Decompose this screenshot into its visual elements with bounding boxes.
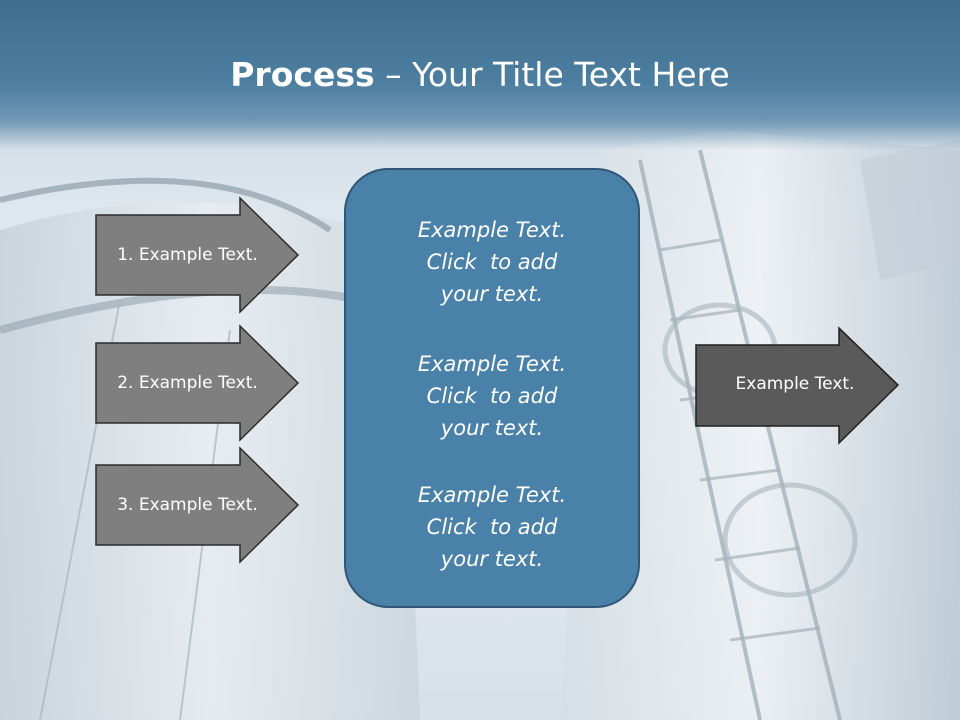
paragraph-line: your text.	[440, 282, 544, 306]
paragraph-line: Example Text.	[417, 352, 567, 376]
paragraph-line: Click to add	[426, 515, 558, 539]
right-arrow[interactable]: Example Text.	[695, 326, 900, 445]
left-arrow-1[interactable]: 1. Example Text.	[95, 196, 300, 314]
center-text-box[interactable]: Example Text. Click to add your text. Ex…	[344, 168, 640, 608]
title-band	[0, 0, 960, 150]
arrow-shape	[695, 326, 900, 445]
paragraph-line: Example Text.	[417, 483, 567, 507]
paragraph-line: your text.	[440, 416, 544, 440]
left-arrow-1-label: 1. Example Text.	[117, 245, 258, 265]
left-arrow-3-label: 3. Example Text.	[117, 495, 258, 515]
arrow-shape	[95, 446, 300, 564]
title-bold-part: Process	[230, 55, 375, 94]
right-arrow-label: Example Text.	[735, 374, 855, 394]
slide-title[interactable]: Process – Your Title Text Here	[0, 52, 960, 98]
left-arrow-3[interactable]: 3. Example Text.	[95, 446, 300, 564]
center-paragraph-1: Example Text. Click to add your text.	[346, 214, 638, 310]
arrow-shape	[95, 324, 300, 442]
arrow-shape	[95, 196, 300, 314]
title-rest-part: – Your Title Text Here	[374, 55, 730, 94]
center-paragraph-2: Example Text. Click to add your text.	[346, 348, 638, 444]
paragraph-line: Click to add	[426, 384, 558, 408]
paragraph-line: your text.	[440, 547, 544, 571]
left-arrow-2[interactable]: 2. Example Text.	[95, 324, 300, 442]
left-arrow-2-label: 2. Example Text.	[117, 373, 258, 393]
paragraph-line: Click to add	[426, 250, 558, 274]
paragraph-line: Example Text.	[417, 218, 567, 242]
center-paragraph-3: Example Text. Click to add your text.	[346, 479, 638, 575]
